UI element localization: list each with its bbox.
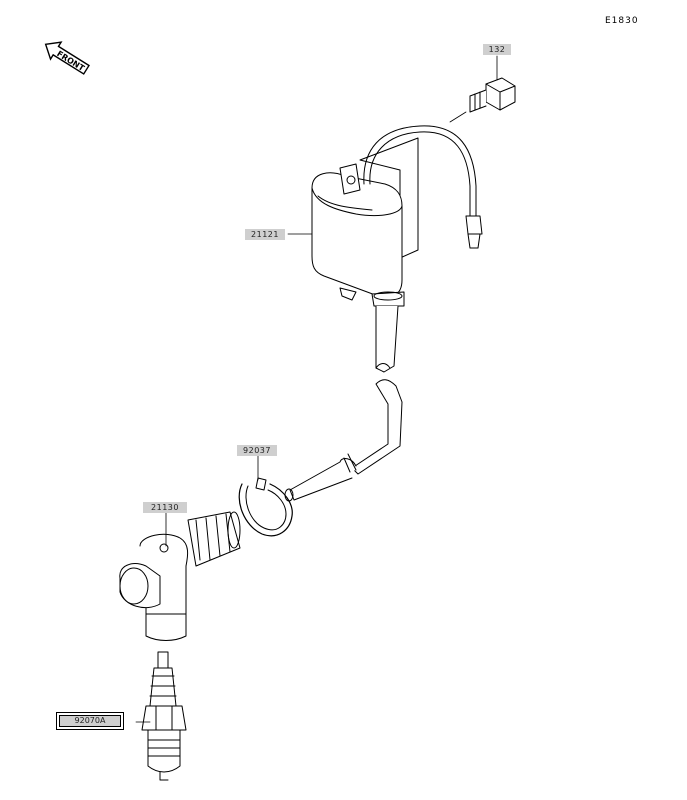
spark-plug-part	[141, 651, 187, 781]
part-number-spark-plug-label: 92070A	[59, 715, 121, 727]
ignition-coil-part	[311, 125, 483, 307]
part-number-bolt[interactable]: 132	[483, 44, 511, 55]
part-number-plug-cap[interactable]: 21130	[143, 502, 187, 513]
plug-cap-part	[119, 511, 241, 641]
diagram-code: E1830	[605, 16, 639, 26]
leader-lines	[135, 55, 498, 723]
front-arrow-icon: FRONT	[38, 32, 94, 82]
bolt-part	[449, 77, 516, 123]
clamp-part	[238, 477, 293, 537]
part-number-clamp[interactable]: 92037	[237, 445, 277, 456]
part-number-ignition-coil[interactable]: 21121	[245, 229, 285, 240]
part-number-spark-plug[interactable]: 92070A	[56, 712, 124, 730]
high-tension-lead	[284, 305, 403, 502]
